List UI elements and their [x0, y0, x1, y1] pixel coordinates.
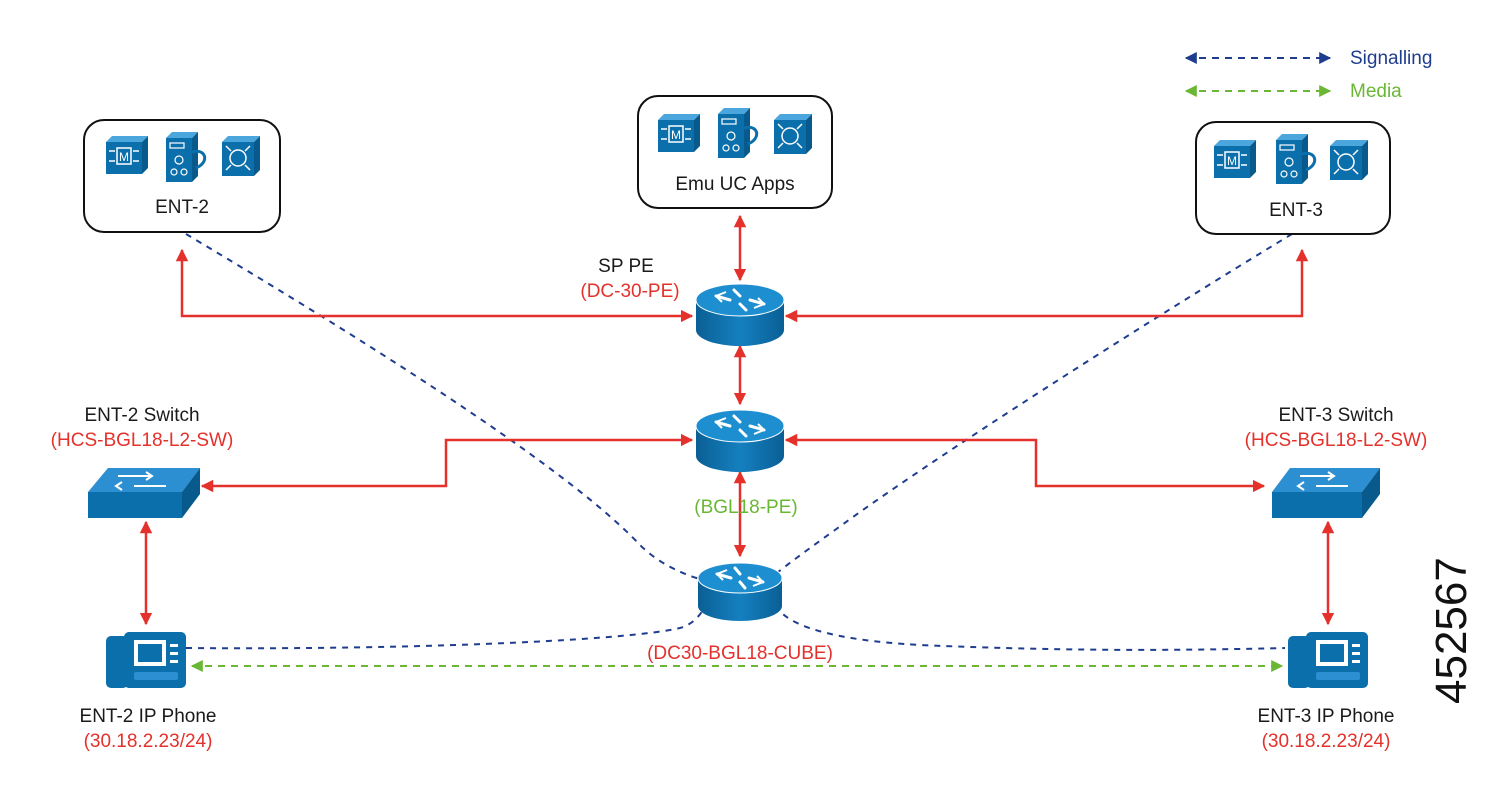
phone-app-icon [222, 136, 260, 176]
phone-ent3-ip: (30.18.2.23/24) [1262, 731, 1391, 752]
phone-ent2 [106, 632, 186, 688]
cluster-ent3-label: ENT-3 [1269, 200, 1323, 221]
svg-text:M: M [119, 150, 129, 164]
phone-ent2-title: ENT-2 IP Phone [80, 706, 217, 727]
legend: Signalling Media [1184, 48, 1432, 102]
call-manager-icon [166, 132, 207, 182]
switch-icon [88, 468, 200, 492]
call-manager-icon [1276, 134, 1317, 184]
ip-phone-icon [1288, 636, 1310, 688]
cube-name: (DC30-BGL18-CUBE) [647, 643, 833, 664]
switch-icon [1272, 468, 1380, 492]
media-server-icon: M [106, 136, 148, 174]
ip-phone-icon [106, 636, 128, 688]
cluster-ent2: M ENT-2 [83, 119, 281, 233]
svg-text:M: M [671, 128, 681, 142]
figure-id: 452567 [1427, 557, 1476, 704]
phone-ent3 [1288, 632, 1368, 688]
switch-ent3 [1272, 468, 1380, 518]
svg-text:M: M [1227, 154, 1237, 168]
phone-ent2-ip: (30.18.2.23/24) [84, 731, 213, 752]
legend-signalling-label: Signalling [1350, 48, 1432, 69]
cluster-emu: M Emu UC Apps [637, 95, 833, 209]
cluster-ent3: M ENT-3 [1195, 121, 1391, 235]
link-ent3-switch-to-bgl18-pe [784, 433, 1266, 493]
phone-ent3-title: ENT-3 IP Phone [1258, 706, 1395, 727]
router-cube [697, 562, 783, 621]
media-server-icon: M [1214, 140, 1256, 178]
switch-ent2-name: (HCS-BGL18-L2-SW) [51, 430, 234, 451]
bgl18-pe-name: (BGL18-PE) [694, 497, 797, 518]
switch-ent3-name: (HCS-BGL18-L2-SW) [1245, 430, 1428, 451]
media-server-icon: M [658, 114, 700, 152]
signalling-cube-to-ent3-phone [775, 604, 1286, 651]
physical-links [139, 214, 1335, 626]
switch-ent2-title: ENT-2 Switch [84, 405, 199, 426]
signalling-ent3-cluster-to-cube [765, 233, 1293, 583]
switch-ent3-title: ENT-3 Switch [1278, 405, 1393, 426]
sp-pe-title: SP PE [598, 256, 654, 277]
link-ent3-cluster-to-sp-pe [784, 248, 1309, 323]
legend-media-label: Media [1350, 81, 1402, 102]
phone-app-icon [774, 114, 812, 154]
link-ent2-cluster-to-sp-pe [175, 248, 694, 323]
cluster-emu-label: Emu UC Apps [675, 174, 794, 195]
call-manager-icon [718, 108, 759, 158]
cluster-ent2-label: ENT-2 [155, 197, 209, 218]
router-sp-pe [695, 283, 785, 346]
switch-ent2 [88, 468, 200, 518]
sp-pe-name: (DC-30-PE) [580, 281, 679, 302]
phone-app-icon [1330, 140, 1368, 180]
signalling-ent2-phone-to-cube [185, 604, 707, 650]
router-bgl18-pe [695, 409, 785, 472]
link-ent2-switch-to-bgl18-pe [200, 433, 694, 493]
